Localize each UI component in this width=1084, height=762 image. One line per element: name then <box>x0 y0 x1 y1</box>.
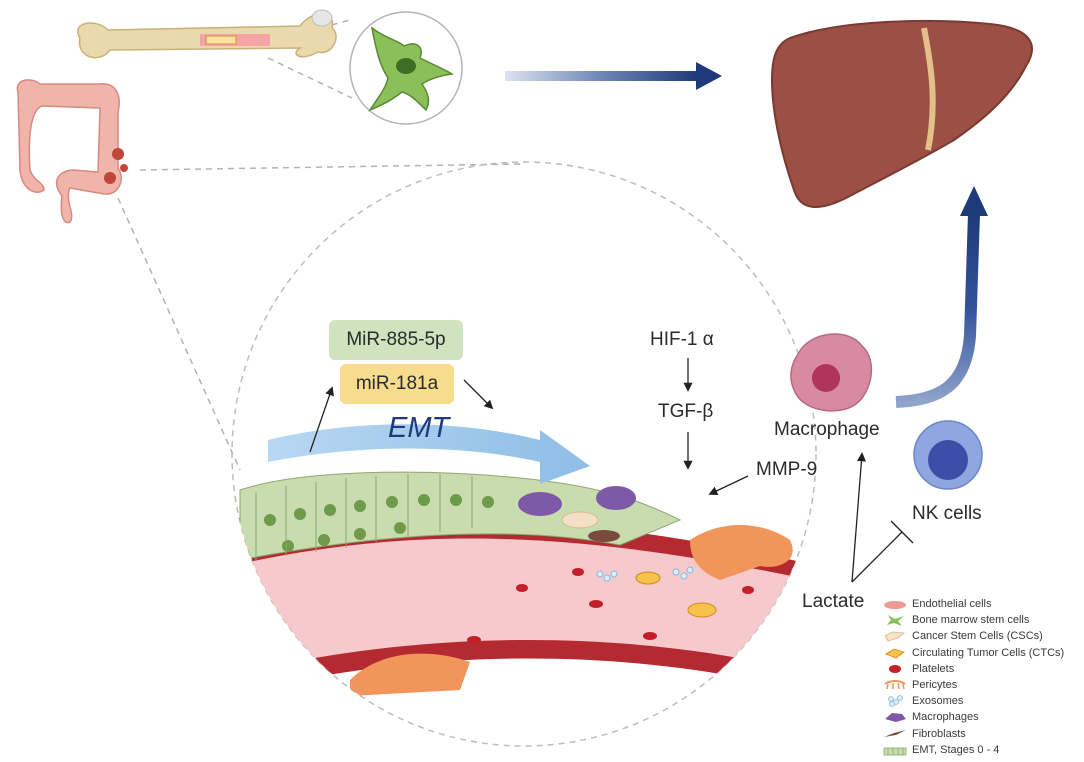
emt-label: EMT <box>388 412 450 444</box>
tgf-label: TGF-β <box>658 401 714 422</box>
macrophage-cell-icon <box>790 333 873 412</box>
macrophage-icon <box>885 713 906 723</box>
legend-item: EMT, Stages 0 - 4 <box>882 742 1082 758</box>
emt-arrow <box>268 424 590 484</box>
legend-item: Pericytes <box>882 677 1082 693</box>
legend-item: Endothelial cells <box>882 596 1082 612</box>
mir-181a-box: miR-181a <box>340 364 454 404</box>
legend-item: Cancer Stem Cells (CSCs) <box>882 628 1082 644</box>
flow-arrow-top <box>505 62 722 90</box>
dashed-connectors <box>117 19 521 471</box>
signal-arrows <box>309 358 866 583</box>
macrophage-label: Macrophage <box>774 419 880 440</box>
exosome-icon <box>888 695 903 708</box>
nk-cell-icon <box>913 420 983 490</box>
lactate-label: Lactate <box>802 591 865 612</box>
fibroblast-icon <box>884 729 906 737</box>
endothelial-cell-icon <box>884 601 906 610</box>
legend-item: Exosomes <box>882 693 1082 709</box>
emt-stages-icon <box>883 747 907 756</box>
cancer-stem-cell-icon <box>884 632 906 642</box>
hif-label: HIF-1 α <box>650 329 714 350</box>
stem-cell-icon <box>349 11 463 125</box>
mmp-label: MMP-9 <box>756 459 818 480</box>
legend-item: Platelets <box>882 661 1082 677</box>
inhibition-line <box>851 520 914 583</box>
zoom-circle <box>231 161 817 747</box>
circulating-tumor-cell-icon <box>885 648 905 659</box>
legend-item: Macrophages <box>882 709 1082 725</box>
platelet-icon <box>889 664 901 673</box>
pericyte-icon <box>884 680 906 690</box>
nk-cells-label: NK cells <box>912 503 982 524</box>
liver-icon <box>770 19 1033 209</box>
colon-icon <box>16 79 128 224</box>
flow-arrow-curved <box>895 186 988 408</box>
legend-item: Fibroblasts <box>882 726 1082 742</box>
legend: Endothelial cells Bone marrow stem cells… <box>882 596 1082 758</box>
legend-item: Circulating Tumor Cells (CTCs) <box>882 645 1082 661</box>
bone-icon <box>77 9 337 59</box>
bone-marrow-stem-cell-icon <box>887 615 904 627</box>
tissue-section <box>232 471 816 696</box>
mir-885-box: MiR-885-5p <box>329 320 463 360</box>
legend-item: Bone marrow stem cells <box>882 612 1082 628</box>
